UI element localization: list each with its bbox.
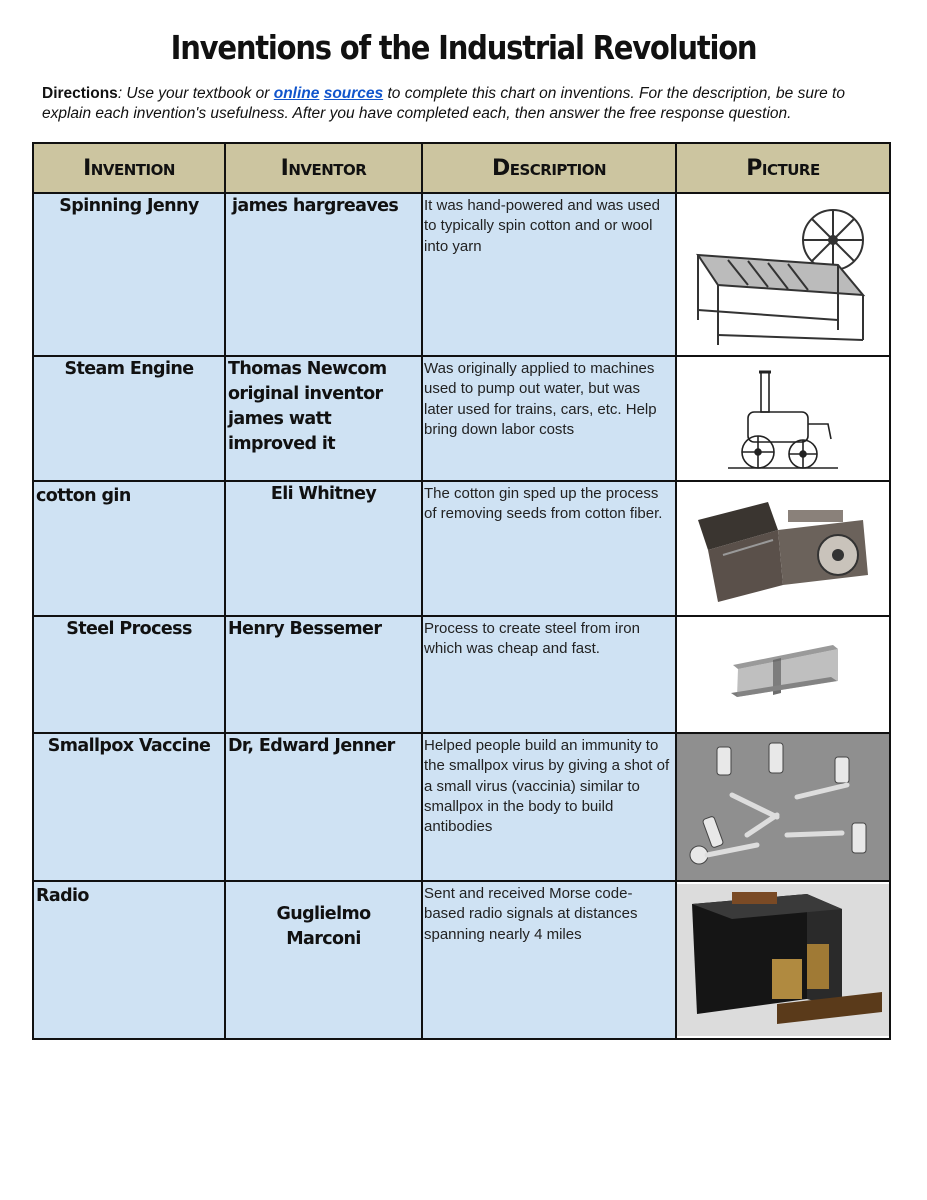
description-cell: Sent and received Morse code-based radio… bbox=[421, 880, 677, 1040]
table-row: Radio Guglielmo Marconi Sent and receive… bbox=[32, 880, 891, 1040]
inventor-cell: Henry Bessemer bbox=[224, 615, 423, 734]
description-cell: Process to create steel from iron which … bbox=[421, 615, 677, 734]
invention-cell: Steam Engine bbox=[32, 355, 226, 482]
inventor-cell: Dr, Edward Jenner bbox=[224, 732, 423, 882]
radio-device-photo bbox=[678, 884, 888, 1036]
description-text: Helped people build an immunity to the s… bbox=[424, 737, 670, 836]
directions-text-after: to complete this chart on inventions. Fo… bbox=[42, 85, 845, 122]
header-inventor: Inventor bbox=[224, 142, 423, 194]
header-picture: Picture bbox=[675, 142, 891, 194]
invention-name: Radio bbox=[36, 886, 89, 906]
directions-label: Directions bbox=[42, 85, 118, 102]
description-text: Was originally applied to machines used … bbox=[424, 360, 657, 438]
description-cell: The cotton gin sped up the process of re… bbox=[421, 480, 677, 617]
description-text: It was hand-powered and was used to typi… bbox=[424, 197, 660, 255]
header-description: Description bbox=[421, 142, 677, 194]
inventor-name: Thomas Newcom original inventor james wa… bbox=[228, 359, 387, 454]
invention-name: Steel Process bbox=[66, 619, 192, 639]
invention-cell: Radio bbox=[32, 880, 226, 1040]
description-text: Sent and received Morse code-based radio… bbox=[424, 885, 638, 943]
invention-name: cotton gin bbox=[36, 486, 131, 506]
description-text: Process to create steel from iron which … bbox=[424, 620, 640, 658]
inventor-name: james hargreaves bbox=[232, 196, 399, 216]
page-title: Inventions of the Industrial Revolution bbox=[170, 28, 758, 67]
invention-name: Smallpox Vaccine bbox=[47, 736, 211, 756]
inventor-name: Guglielmo Marconi bbox=[276, 904, 371, 949]
picture-cell bbox=[675, 615, 891, 734]
inventor-cell: james hargreaves bbox=[224, 192, 423, 357]
invention-name: Spinning Jenny bbox=[59, 196, 199, 216]
directions-text-before: : Use your textbook or bbox=[117, 85, 274, 102]
description-cell: Was originally applied to machines used … bbox=[421, 355, 677, 482]
invention-cell: Spinning Jenny bbox=[32, 192, 226, 357]
steel-beam-image bbox=[731, 644, 838, 697]
directions-paragraph: Directions: Use your textbook or online … bbox=[42, 84, 892, 124]
inventor-cell: Eli Whitney bbox=[224, 480, 423, 617]
inventor-cell: Guglielmo Marconi bbox=[224, 880, 423, 1040]
picture-cell bbox=[675, 355, 891, 482]
inventor-cell: Thomas Newcom original inventor james wa… bbox=[224, 355, 423, 482]
table-row: Steam Engine Thomas Newcom original inve… bbox=[32, 355, 891, 482]
picture-cell bbox=[675, 192, 891, 357]
header-invention: Invention bbox=[32, 142, 226, 194]
description-cell: It was hand-powered and was used to typi… bbox=[421, 192, 677, 357]
online-link[interactable]: online bbox=[273, 85, 320, 102]
table-row: Smallpox Vaccine Dr, Edward Jenner Helpe… bbox=[32, 732, 891, 882]
inventor-name: Eli Whitney bbox=[270, 484, 377, 504]
picture-cell bbox=[675, 732, 891, 882]
table-row: cotton gin Eli Whitney The cotton gin sp… bbox=[32, 480, 891, 617]
sources-link[interactable]: sources bbox=[323, 85, 384, 102]
inventions-table: Invention Inventor Description Picture S… bbox=[32, 142, 891, 1040]
picture-cell bbox=[675, 880, 891, 1040]
inventor-name: Dr, Edward Jenner bbox=[228, 736, 395, 756]
spinning-jenny-drawing bbox=[696, 208, 866, 345]
table-row: Steel Process Henry Bessemer Process to … bbox=[32, 615, 891, 734]
vaccine-vials-photo bbox=[678, 735, 888, 879]
invention-cell: Steel Process bbox=[32, 615, 226, 734]
inventor-name: Henry Bessemer bbox=[228, 619, 382, 639]
picture-cell bbox=[675, 480, 891, 617]
invention-name: Steam Engine bbox=[64, 359, 194, 379]
invention-cell: Smallpox Vaccine bbox=[32, 732, 226, 882]
table-header-row: Invention Inventor Description Picture bbox=[32, 142, 891, 194]
description-text: The cotton gin sped up the process of re… bbox=[424, 485, 663, 523]
table-row: Spinning Jenny james hargreaves It was h… bbox=[32, 192, 891, 357]
description-cell: Helped people build an immunity to the s… bbox=[421, 732, 677, 882]
invention-cell: cotton gin bbox=[32, 480, 226, 617]
cotton-gin-photo bbox=[698, 501, 868, 602]
steam-engine-drawing bbox=[728, 370, 838, 469]
